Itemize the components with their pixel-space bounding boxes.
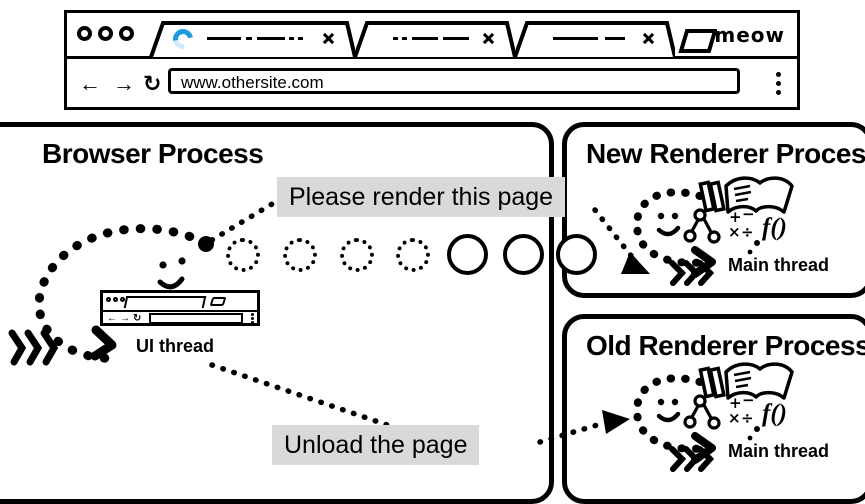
browser-brand-label: meow [714, 23, 785, 47]
ipc-message-circle [447, 234, 488, 275]
new-renderer-title: New Renderer Process [586, 138, 865, 169]
tab-title-skeleton [298, 37, 303, 40]
tab-active[interactable] [149, 19, 355, 59]
browser-menu-icon[interactable] [776, 72, 781, 95]
mini-window-controls [106, 297, 125, 302]
address-bar-value: www.othersite.com [181, 73, 324, 92]
mini-tab [123, 296, 207, 308]
tab-title-skeleton [443, 37, 469, 40]
ipc-message-circle [503, 234, 544, 275]
tab-strip: meow [67, 13, 797, 59]
browser-window: meow ← → ↻ www.othersite.com [64, 10, 800, 110]
tab-title-skeleton [289, 37, 294, 40]
render-callout: Please render this page [277, 177, 566, 217]
old-renderer-title: Old Renderer Process [586, 330, 865, 361]
tab-title-skeleton [257, 37, 285, 40]
mini-menu-icon [251, 313, 254, 324]
new-tab-button[interactable] [673, 27, 718, 60]
old-renderer-thread-label: Main thread [728, 441, 830, 461]
navigation-bar: ← → ↻ www.othersite.com [67, 59, 797, 110]
unload-callout: Unload the page [272, 425, 480, 465]
mini-nav-icons: ←→↻ [107, 313, 145, 324]
tab-second[interactable] [353, 19, 515, 59]
reload-icon[interactable]: ↻ [143, 71, 162, 96]
ui-thread-label: UI thread [136, 336, 215, 356]
window-maximize-icon[interactable] [119, 26, 134, 41]
tab-title-skeleton [246, 37, 252, 40]
tab-close-icon[interactable] [641, 31, 655, 45]
ui-thread-browser-icon: ←→↻ [100, 290, 260, 326]
tab-title-skeleton [553, 37, 598, 40]
ipc-pending-circle [340, 238, 374, 272]
mini-tabstrip [103, 293, 257, 312]
tab-title-skeleton [393, 37, 398, 40]
address-bar[interactable]: www.othersite.com [168, 68, 740, 94]
tab-third[interactable] [513, 19, 675, 59]
tab-title-skeleton [402, 37, 407, 40]
mini-new-tab-icon [209, 297, 227, 306]
tab-close-icon[interactable] [321, 31, 335, 45]
mini-navbar: ←→↻ [103, 310, 257, 324]
tab-title-skeleton [605, 37, 625, 40]
old-renderer-process-panel [562, 314, 865, 504]
tab-title-skeleton [412, 37, 438, 40]
ipc-message-circle [556, 234, 597, 275]
mini-address-bar [149, 313, 243, 324]
ipc-pending-circle [226, 238, 260, 272]
ipc-pending-circle [283, 238, 317, 272]
window-controls[interactable] [77, 26, 134, 41]
browser-process-title: Browser Process [42, 138, 264, 169]
new-renderer-thread-label: Main thread [728, 255, 830, 275]
ipc-pending-circle [396, 238, 430, 272]
window-close-icon[interactable] [77, 26, 92, 41]
ipc-origin-dot [198, 236, 214, 252]
forward-icon[interactable]: → [113, 71, 135, 96]
tab-title-skeleton [207, 37, 241, 40]
window-minimize-icon[interactable] [98, 26, 113, 41]
back-icon[interactable]: ← [79, 71, 101, 96]
tab-close-icon[interactable] [481, 31, 495, 45]
